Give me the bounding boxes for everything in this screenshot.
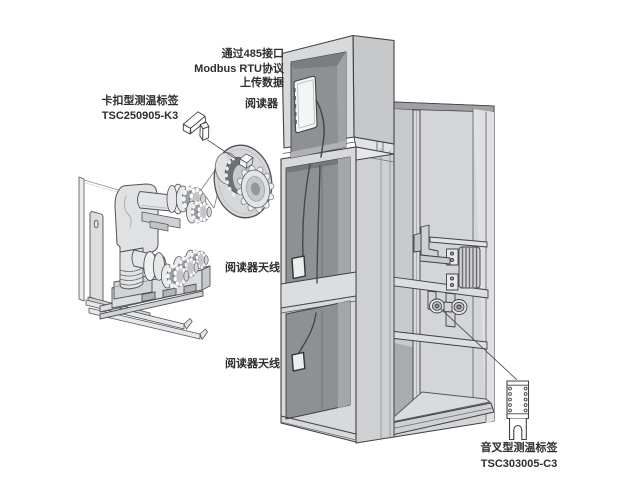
reader-antenna-upper (291, 255, 306, 280)
reader-antenna-lower (291, 351, 306, 372)
clip-type-tag (182, 111, 237, 160)
magnifier-callout (200, 144, 275, 219)
antenna-lower-label: 阅读器天线 (225, 358, 280, 370)
fork-tag-leader-line (440, 308, 517, 380)
cabinet-front-side-face (353, 136, 395, 444)
upload-note-label: 通过485接口 Modbus RTU协议 上传数据 (194, 47, 284, 91)
busbar-assembly (413, 224, 488, 328)
fork-tag-name: 音叉型测温标签 (480, 442, 558, 454)
rfid-reader (293, 75, 318, 134)
contact-finger-ring (186, 200, 212, 224)
fork-tag-label: 音叉型测温标签 TSC303005-C3 (449, 441, 589, 472)
antenna-upper-label: 阅读器天线 (225, 262, 280, 274)
fork-tag-model: TSC303005-C3 (480, 457, 558, 470)
contact-finger-ring (160, 263, 189, 289)
antenna-cable-lower (298, 312, 317, 354)
reader-label: 阅读器 (245, 98, 278, 110)
breaker-lower-arm (131, 249, 167, 281)
upload-note-line3: 上传数据 (240, 77, 284, 89)
clip-tag-label: 卡扣型测温标签 TSC250905-K3 (70, 94, 210, 123)
antenna-cable-upper (302, 163, 311, 257)
vacuum-circuit-breaker (78, 176, 211, 340)
cabinet-top-box (281, 34, 395, 159)
clip-tag-model: TSC250905-K3 (101, 109, 179, 122)
fork-type-tag (506, 380, 530, 441)
breaker-contact-rings (160, 185, 212, 289)
cabinet-rear-section (355, 101, 517, 444)
clip-tag-name: 卡扣型测温标签 (101, 95, 179, 107)
upload-note-line1: 通过485接口 (221, 48, 284, 60)
reader-cable (315, 99, 325, 158)
upload-note-line2: Modbus RTU协议 (194, 62, 284, 75)
magnified-clip-tag (239, 153, 254, 169)
cabinet-front-section (280, 141, 395, 443)
clip-tag-leader-line (207, 139, 237, 160)
